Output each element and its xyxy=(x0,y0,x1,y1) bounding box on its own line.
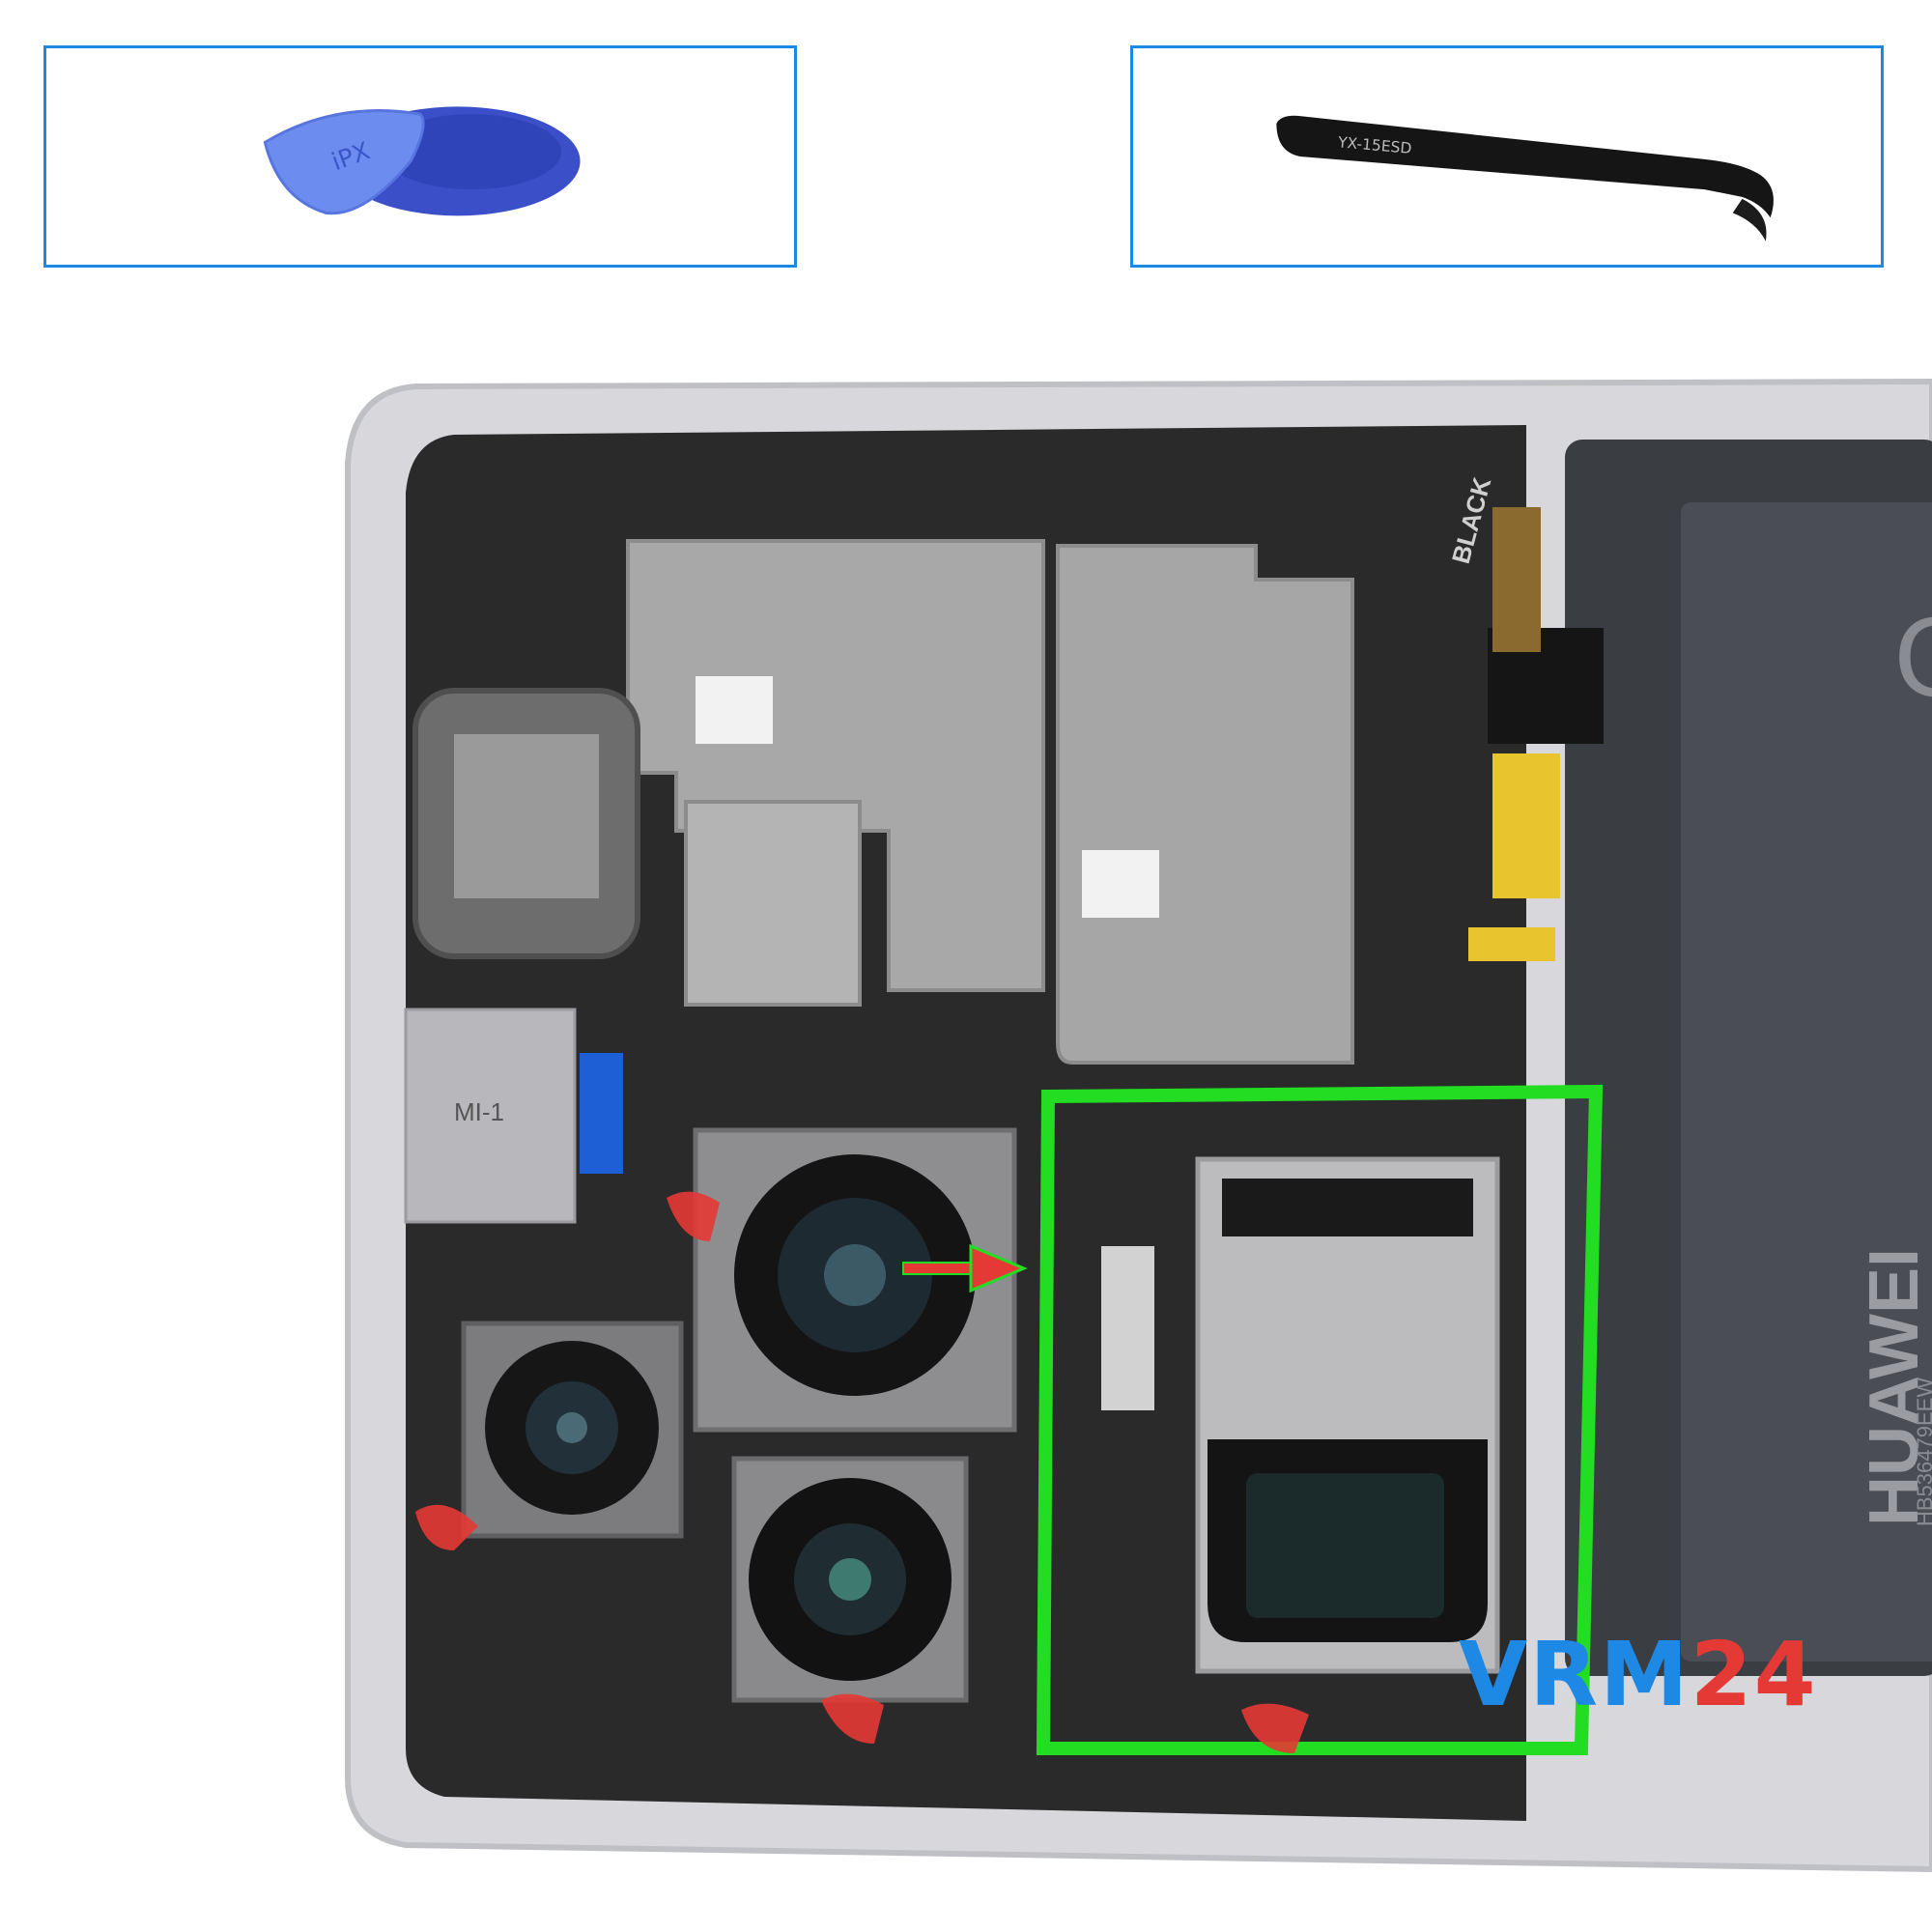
mic-bracket xyxy=(404,1008,577,1224)
board-shield-left xyxy=(626,539,1045,992)
marker-icon xyxy=(415,1191,1309,1753)
battery-brand: HUAWEI xyxy=(1856,1248,1932,1526)
tool-panel-picks: iPX xyxy=(43,45,797,268)
mic-label: MI-1 xyxy=(454,1097,504,1126)
watermark: VRM24 xyxy=(1459,1623,1818,1726)
battery-model: HB536479EEW xyxy=(1913,1378,1932,1526)
plastic-picks-icon: iPX xyxy=(263,106,581,216)
tool-panel-tweezers: YX-15ESD xyxy=(1130,45,1884,268)
svg-text:CE: CE xyxy=(1893,597,1932,721)
phone-photo: HUAWEI HB536479EEW CE BLACK MI-1 xyxy=(345,378,1932,1873)
yellow-tape xyxy=(1492,753,1560,898)
highlight-box xyxy=(1036,1084,1604,1755)
tweezers-icon: YX-15ESD xyxy=(1276,115,1774,242)
arrow-icon xyxy=(902,1243,1028,1293)
board-shield-right xyxy=(1056,544,1354,1065)
